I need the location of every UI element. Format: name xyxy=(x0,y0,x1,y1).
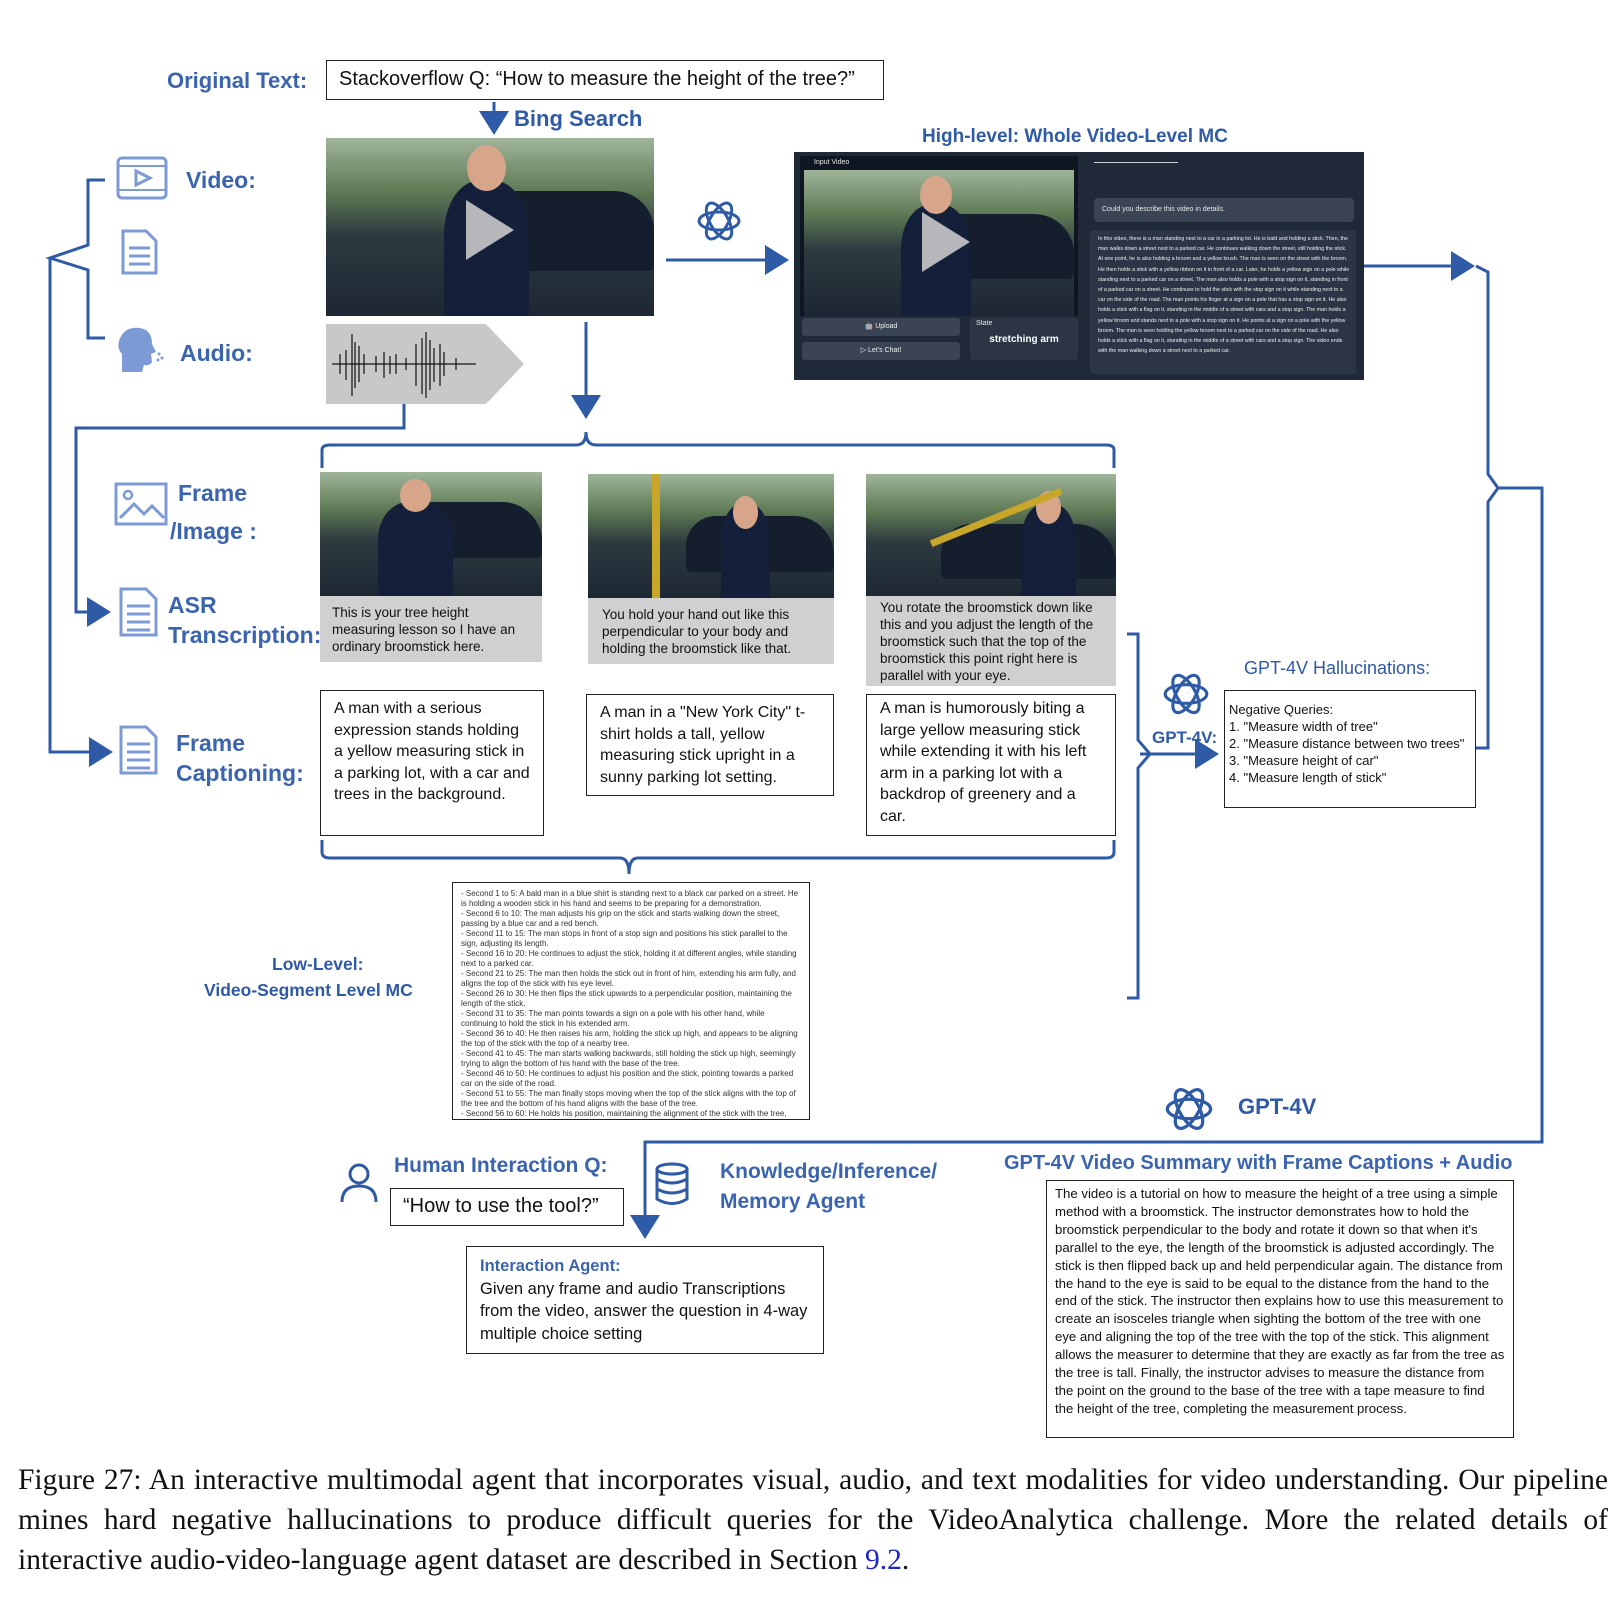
bing-search-label: Bing Search xyxy=(514,106,643,131)
audio-waveform xyxy=(326,324,524,404)
asr-label-2: Transcription: xyxy=(168,622,322,648)
input-video-label: Input Video xyxy=(814,159,850,166)
lets-chat-button[interactable]: ▷ Let's Chat! xyxy=(802,342,960,360)
caption-text-1: A man with a serious expression stands h… xyxy=(320,690,544,836)
video-thumbnail[interactable] xyxy=(326,138,654,316)
chat-ui-panel: Input Video 🤖 Upload ▷ Let's Chat! State… xyxy=(794,152,1364,380)
state-box: State stretching arm xyxy=(970,318,1078,360)
segment-list-box: - Second 1 to 5: A bald man in a blue sh… xyxy=(452,882,810,1120)
caption-text-3: A man is humorously biting a large yello… xyxy=(866,694,1116,836)
segment-item: - Second 1 to 5: A bald man in a blue sh… xyxy=(461,889,799,908)
segment-item: - Second 16 to 20: He continues to adjus… xyxy=(461,949,797,968)
hallucinations-title: GPT-4V Hallucinations: xyxy=(1244,658,1431,678)
asr-text-3: You rotate the broomstick down like this… xyxy=(866,596,1116,686)
chat-question-text: Could you describe this video in details… xyxy=(1102,206,1225,213)
captioning-label-2: Captioning: xyxy=(176,760,304,786)
frame-2-image xyxy=(588,474,834,598)
interaction-agent-body: Given any frame and audio Transcriptions… xyxy=(480,1279,808,1343)
negative-query-item: 4. "Measure length of stick" xyxy=(1229,770,1387,785)
chat-answer-text: In this video, there is a man standing n… xyxy=(1098,236,1350,355)
caption-text-2: A man in a "New York City" t-shirt holds… xyxy=(586,694,834,796)
section-ref-link[interactable]: 9.2 xyxy=(864,1544,902,1576)
gpt4v-label-big: GPT-4V xyxy=(1238,1094,1317,1119)
original-text-box: Stackoverflow Q: “How to measure the hei… xyxy=(326,60,884,100)
hallucinations-box: Negative Queries: 1. "Measure width of t… xyxy=(1224,690,1476,808)
chat-question-bubble: Could you describe this video in details… xyxy=(1094,198,1354,222)
captioning-label-1: Frame xyxy=(176,730,246,756)
input-video-pane: Input Video xyxy=(800,156,1078,316)
video-label: Video: xyxy=(186,167,256,193)
human-q-box: “How to use the tool?” xyxy=(390,1188,624,1226)
asr-text-2: You hold your hand out like this perpend… xyxy=(588,598,834,664)
figure-caption: Figure 27: An interactive multimodal age… xyxy=(18,1460,1608,1580)
upload-button[interactable]: 🤖 Upload xyxy=(802,318,960,336)
negative-query-item: 2. "Measure distance between two trees" xyxy=(1229,736,1465,751)
segment-item: - Second 56 to 60: He holds his position… xyxy=(461,1109,787,1118)
knowledge-agent-label-1: Knowledge/Inference/ xyxy=(720,1160,938,1183)
knowledge-agent-label-2: Memory Agent xyxy=(720,1190,866,1213)
segment-item: - Second 51 to 55: The man finally stops… xyxy=(461,1089,796,1108)
play-icon[interactable] xyxy=(466,200,514,260)
human-q-label: Human Interaction Q: xyxy=(394,1154,608,1177)
user-icon xyxy=(340,1163,378,1203)
gpt4v-label-small: GPT-4V: xyxy=(1152,728,1218,747)
negative-query-item: 3. "Measure height of car" xyxy=(1229,753,1379,768)
speaking-head-icon xyxy=(118,327,164,372)
gpt-logo-icon-3 xyxy=(1165,1088,1213,1130)
segment-item: - Second 46 to 50: He continues to adjus… xyxy=(461,1069,794,1088)
frame-image-label-2: /Image : xyxy=(170,518,257,544)
low-level-label-2: Video-Segment Level MC xyxy=(204,980,413,1000)
caption-document-icon xyxy=(119,725,158,775)
gpt-logo-icon-2 xyxy=(1163,673,1209,715)
image-icon xyxy=(114,482,168,526)
segment-item: - Second 41 to 45: The man starts walkin… xyxy=(461,1049,796,1068)
interaction-agent-box: Interaction Agent: Given any frame and a… xyxy=(466,1246,824,1354)
summary-box: The video is a tutorial on how to measur… xyxy=(1046,1180,1514,1438)
asr-text-1: This is your tree height measuring lesso… xyxy=(320,596,542,662)
frame-3-image xyxy=(866,474,1116,598)
segment-item: - Second 36 to 40: He then raises his ar… xyxy=(461,1029,798,1048)
segment-item: - Second 31 to 35: The man points toward… xyxy=(461,1009,765,1028)
interaction-agent-title: Interaction Agent: xyxy=(480,1257,621,1275)
database-icon xyxy=(655,1162,689,1205)
segment-item: - Second 11 to 15: The man stops in fron… xyxy=(461,929,788,948)
original-text-label: Original Text: xyxy=(167,68,308,93)
gpt-logo-icon xyxy=(697,201,741,241)
upload-button-label: Upload xyxy=(875,323,898,330)
figure-caption-end: . xyxy=(901,1544,910,1576)
chat-top-rule xyxy=(1094,162,1178,163)
asr-label-1: ASR xyxy=(168,592,217,618)
negative-queries-header: Negative Queries: xyxy=(1229,702,1334,717)
chat-answer-bubble: In this video, there is a man standing n… xyxy=(1090,230,1356,374)
lets-chat-button-label: Let's Chat! xyxy=(868,347,902,354)
frame-1-image xyxy=(320,472,542,596)
negative-query-item: 1. "Measure width of tree" xyxy=(1229,719,1378,734)
state-label: State xyxy=(976,320,993,327)
summary-title: GPT-4V Video Summary with Frame Captions… xyxy=(1004,1152,1513,1174)
low-level-label-1: Low-Level: xyxy=(272,954,364,974)
frame-image-label-1: Frame xyxy=(178,480,248,506)
figure-caption-text: Figure 27: An interactive multimodal age… xyxy=(18,1464,1608,1576)
asr-document-icon xyxy=(119,587,158,637)
segment-item: - Second 21 to 25: The man then holds th… xyxy=(461,969,797,988)
segment-item: - Second 26 to 30: He then flips the sti… xyxy=(461,989,792,1008)
input-video-play-icon[interactable] xyxy=(922,212,970,272)
input-video-thumbnail[interactable] xyxy=(804,170,1074,316)
document-icon xyxy=(121,229,158,275)
stick-shape xyxy=(652,474,660,598)
segment-item: - Second 6 to 10: The man adjusts his gr… xyxy=(461,909,780,928)
state-value: stretching arm xyxy=(989,334,1059,345)
audio-label: Audio: xyxy=(180,340,253,366)
high-level-label: High-level: Whole Video-Level MC xyxy=(922,126,1228,147)
video-icon xyxy=(116,156,168,200)
